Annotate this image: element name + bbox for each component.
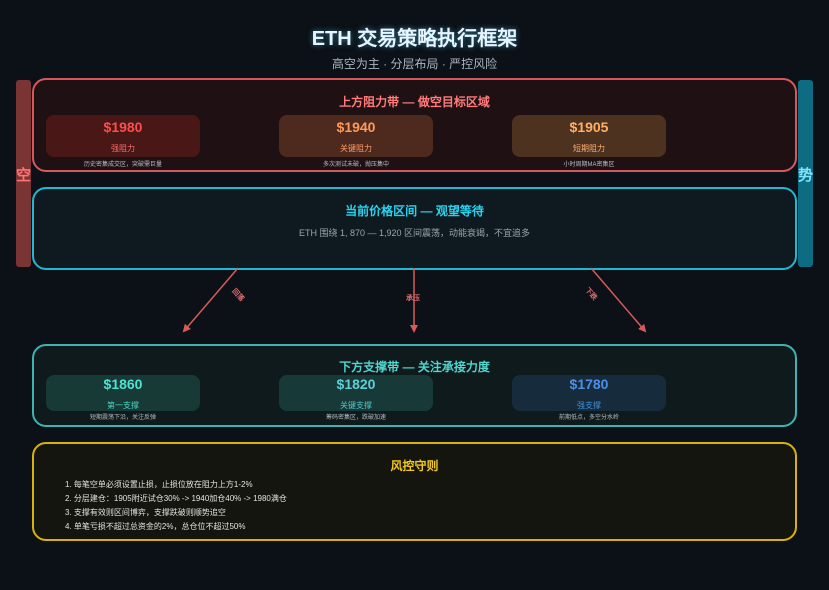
support-note: 筹码密集区，跌破加速 [325,415,386,421]
resistance-price: $1940 [336,119,376,135]
risk-rules-panel: 风控守则 1. 每笔空单必须设置止损，止损位放在阻力上方1-2% 2. 分层建仓… [32,442,797,541]
resistance-note: 多次测试未破，抛压集中 [322,162,389,168]
resistance-title: 上方阻力带 — 做空目标区域 [339,95,490,109]
resistance-card-1905: $1905 短期阻力 [512,115,666,157]
resistance-price: $1905 [569,119,609,135]
current-description: ETH 围绕 1, 870 — 1,920 区间震荡，动能衰竭，不宜追多 [298,228,531,238]
left-bar-label: 空 [16,167,32,184]
resistance-card-1940: $1940 关键阻力 [279,115,433,157]
support-note: 前期低点，多空分水岭 [558,415,619,421]
support-card-1860: $1860 第一支撑 [46,375,200,411]
support-price: $1780 [569,376,609,392]
support-note: 短期震荡下沿，关注反弹 [89,415,156,421]
risk-rule-3: 3. 支撑有效则区间博弈，支撑跌破则顺势追空 [65,508,226,517]
resistance-price: $1980 [103,119,143,135]
current-title: 当前价格区间 — 观望等待 [345,204,484,218]
resistance-label: 强阻力 [111,144,135,153]
resistance-card-1980: $1980 强阻力 [46,115,200,157]
risk-rule-4: 4. 单笔亏损不超过总资金的2%，总仓位不超过50% [65,522,246,531]
left-bear-bar: 空 [16,80,31,267]
right-trend-bar: 势 [798,80,813,267]
risk-rule-2: 2. 分层建仓：1905附近试仓30% -> 1940加仓40% -> 1980… [65,494,287,503]
support-label: 关键支撑 [340,401,372,410]
page-subtitle: 高空为主 · 分层布局 · 严控风险 [331,57,498,71]
arrow-pullback [182,267,239,333]
resistance-note: 历史密集成交区，突破需巨量 [83,162,162,168]
arrow-decline [590,267,647,333]
support-label: 强支撑 [577,401,601,410]
support-label: 第一支撑 [107,401,139,410]
arrow-label-pressure: 承压 [406,295,420,302]
resistance-label: 关键阻力 [340,144,372,153]
risk-title: 风控守则 [390,459,439,473]
current-price-panel: 当前价格区间 — 观望等待 ETH 围绕 1, 870 — 1,920 区间震荡… [32,187,797,270]
support-price: $1860 [103,376,143,392]
support-price: $1820 [336,376,376,392]
resistance-label: 短期阻力 [573,144,605,153]
risk-rule-1: 1. 每笔空单必须设置止损，止损位放在阻力上方1-2% [65,480,253,489]
support-title: 下方支撑带 — 关注承接力度 [339,360,490,374]
right-bar-label: 势 [798,167,814,184]
page-title: ETH 交易策略执行框架 [311,28,518,50]
resistance-note: 小时周期MA密集区 [563,162,615,168]
support-card-1780: $1780 强支撑 [512,375,666,411]
support-card-1820: $1820 关键支撑 [279,375,433,411]
